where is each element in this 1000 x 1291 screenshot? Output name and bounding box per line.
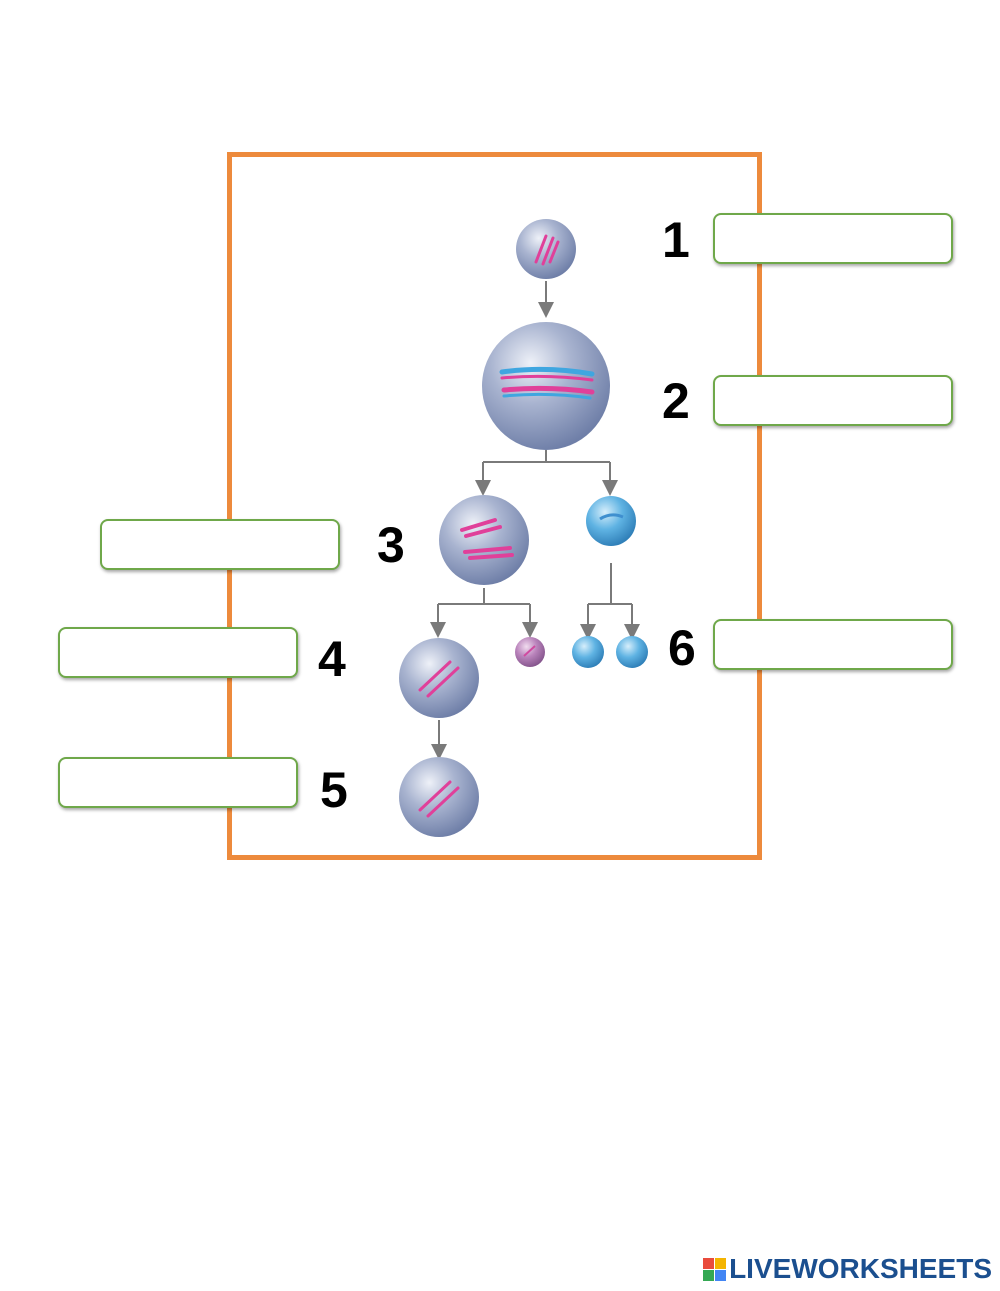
label-number-2: 2 xyxy=(662,373,690,429)
first-polar-body xyxy=(586,496,636,546)
answer-field-2[interactable] xyxy=(713,375,953,426)
cell-4-ootid xyxy=(399,638,479,718)
answer-field-6[interactable] xyxy=(713,619,953,670)
label-number-6: 6 xyxy=(668,620,696,676)
second-polar-body xyxy=(515,637,545,667)
split-lines-3 xyxy=(580,603,640,640)
polar-bodies-pair xyxy=(572,636,648,668)
split-lines-2 xyxy=(430,588,538,638)
cell-5-ovum xyxy=(399,757,479,837)
brand-name: LIVEWORKSHEETS xyxy=(729,1253,992,1284)
cell-2-primary-oocyte xyxy=(482,322,610,450)
answer-field-4[interactable] xyxy=(58,627,298,678)
liveworksheets-logo-icon xyxy=(703,1257,727,1281)
answer-field-1[interactable] xyxy=(713,213,953,264)
cell-3-secondary-oocyte xyxy=(439,495,529,585)
label-number-5: 5 xyxy=(320,762,348,818)
split-lines-1 xyxy=(475,450,618,496)
answer-field-3[interactable] xyxy=(100,519,340,570)
cell-1-oogonium xyxy=(516,219,576,279)
diagram-frame xyxy=(227,152,762,860)
label-number-3: 3 xyxy=(377,517,405,573)
liveworksheets-brand: LIVEWORKSHEETS xyxy=(703,1253,992,1285)
answer-field-5[interactable] xyxy=(58,757,298,808)
label-number-1: 1 xyxy=(662,212,690,268)
label-number-4: 4 xyxy=(318,631,346,687)
